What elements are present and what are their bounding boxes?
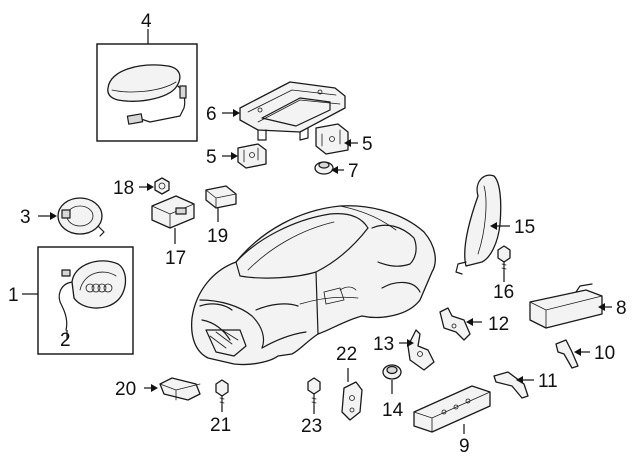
part-8-knee-airbag bbox=[529, 283, 603, 329]
callout-12: 12 bbox=[488, 314, 509, 335]
callout-7: 7 bbox=[348, 161, 359, 182]
car-body-illustration bbox=[190, 205, 436, 366]
callout-1: 1 bbox=[8, 285, 19, 306]
part-7-grommet bbox=[314, 161, 334, 175]
part-19-sensor bbox=[205, 185, 237, 209]
part-1-box bbox=[37, 246, 134, 355]
part-15-side-airbag bbox=[455, 174, 502, 275]
callout-5a: 5 bbox=[206, 147, 217, 168]
callout-11: 11 bbox=[538, 371, 558, 392]
part-22-sensor-bracket bbox=[341, 381, 363, 421]
four-rings-logo bbox=[85, 283, 113, 293]
callout-13: 13 bbox=[373, 334, 394, 355]
part-16-bolt bbox=[497, 245, 511, 273]
callout-23: 23 bbox=[301, 416, 322, 437]
part-4-passenger-airbag bbox=[96, 43, 198, 142]
part-1-driver-airbag bbox=[37, 246, 134, 355]
part-12-bracket bbox=[439, 307, 471, 341]
part-10-clip bbox=[555, 339, 579, 369]
callout-10: 10 bbox=[594, 343, 615, 364]
part-20-front-sensor bbox=[159, 377, 201, 401]
callout-17: 17 bbox=[165, 248, 186, 269]
callout-8: 8 bbox=[616, 298, 627, 319]
callout-3: 3 bbox=[20, 207, 31, 228]
part-9-inflator-module bbox=[413, 385, 491, 433]
callout-5b: 5 bbox=[362, 134, 373, 155]
part-4-box bbox=[96, 43, 198, 142]
part-17-control-module bbox=[151, 195, 195, 229]
callout-9: 9 bbox=[459, 436, 470, 457]
callout-19: 19 bbox=[207, 226, 228, 247]
part-23-bolt bbox=[307, 377, 321, 407]
part-6-mounting-bracket bbox=[239, 81, 346, 141]
callout-18: 18 bbox=[113, 178, 134, 199]
callout-16: 16 bbox=[493, 282, 514, 303]
callout-6: 6 bbox=[206, 104, 217, 125]
callout-22: 22 bbox=[336, 344, 357, 365]
part-13-bracket bbox=[407, 329, 435, 371]
callout-20: 20 bbox=[115, 379, 136, 400]
part-21-bolt bbox=[215, 379, 229, 407]
part-5-bracket-left bbox=[237, 143, 267, 169]
callout-15: 15 bbox=[514, 217, 535, 238]
part-14-grommet bbox=[382, 364, 402, 380]
part-11-bracket bbox=[493, 371, 529, 399]
callout-14: 14 bbox=[382, 400, 404, 421]
callout-4: 4 bbox=[141, 11, 152, 32]
callout-2: 2 bbox=[60, 330, 71, 351]
callout-21: 21 bbox=[210, 415, 231, 436]
part-18-nut bbox=[154, 177, 170, 195]
part-3-clock-spring bbox=[57, 197, 105, 237]
part-5-bracket-right bbox=[315, 123, 349, 155]
